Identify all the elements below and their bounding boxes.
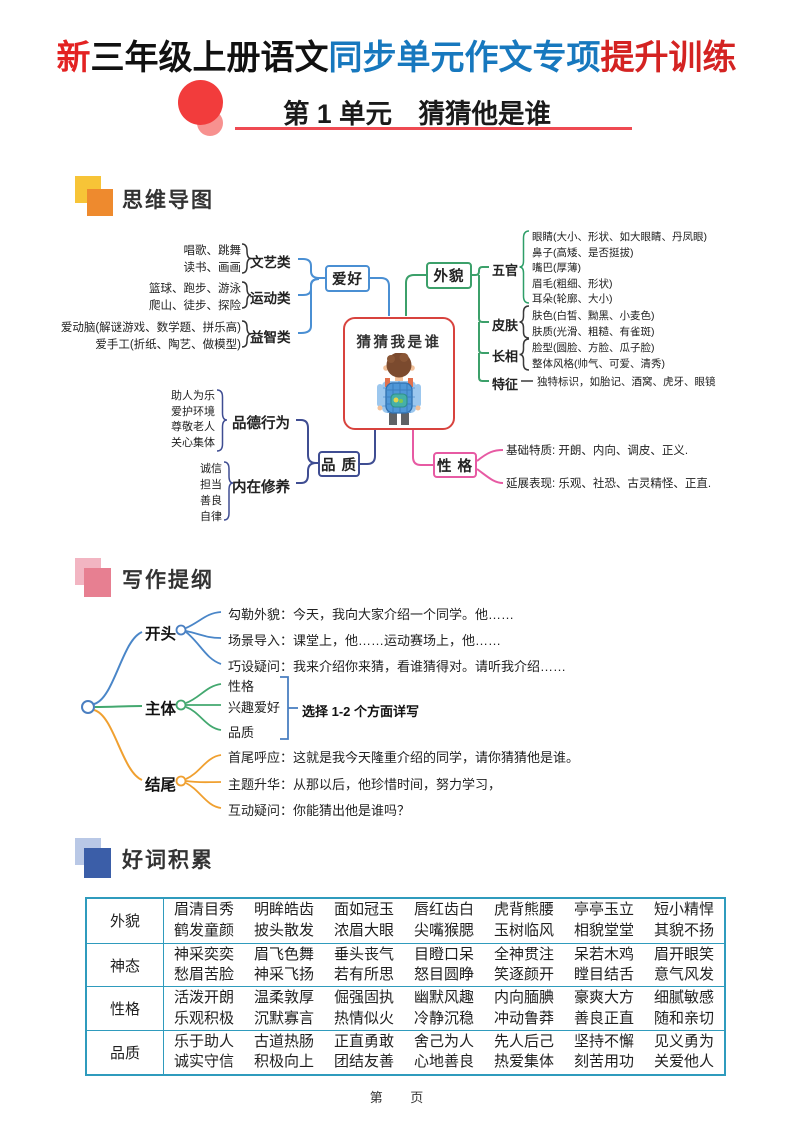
mindmap-heading-icon-front (87, 189, 113, 216)
word-pair: 活泼开朗乐观积极 (173, 989, 234, 1027)
skin-label: 皮肤 (492, 318, 519, 333)
main-title: 新三年级上册语文同步单元作文专项提升训练 (0, 30, 793, 79)
outline-ending-item-3: 互动疑问：你能猜出他是谁吗？ (228, 803, 411, 818)
words-row-cells: 眉清目秀鹤发童颜明眸皓齿披头散发面如冠玉浓眉大眼唇红齿白尖嘴猴腮虎背熊腰玉树临风… (164, 899, 724, 943)
face-shape-items: 脸型(圆脸、方脸、瓜子脸) 整体风格(帅气、可爱、清秀) (532, 342, 665, 370)
words-row-cells: 乐于助人诚实守信古道热肠积极向上正直勇敢团结友善舍己为人心地善良先人后己热爱集体… (164, 1031, 724, 1074)
outline-body-note: 选择 1-2 个方面详写 (302, 704, 420, 719)
outline-opening-item-2: 场景导入：课堂上，他……运动赛场上，他…… (228, 633, 502, 648)
inner-label: 内在修养 (232, 480, 290, 496)
words-table-row: 品质乐于助人诚实守信古道热肠积极向上正直勇敢团结友善舍己为人心地善良先人后己热爱… (87, 1030, 724, 1074)
virtue-items: 助人为乐 爱护环境 尊敬老人 关心集体 (171, 390, 215, 450)
skin-items: 肤色(白皙、黝黑、小麦色) 肤质(光滑、粗糙、有雀斑) (532, 310, 655, 338)
page-footer: 第 页 (369, 1090, 424, 1105)
traits-items: 独特标识，如胎记、酒窝、虎牙、眼镜 (537, 376, 716, 388)
word-pair: 温柔敦厚沉默寡言 (253, 989, 314, 1027)
outline-body-item-1: 性格 (228, 679, 255, 694)
word-pair: 眉飞色舞神采飞扬 (253, 945, 314, 984)
outline-heading-icon-front (84, 568, 111, 597)
hobby-sport-items: 篮球、跑步、游泳 爬山、徒步、探险 (149, 283, 241, 312)
word-pair: 亭亭玉立相貌堂堂 (573, 901, 634, 939)
word-pair: 内向腼腆冲动鲁莽 (493, 989, 554, 1027)
main-title-part: 三年级上册语文 (90, 39, 329, 77)
word-pair: 幽默风趣冷静沉稳 (413, 989, 474, 1027)
outline-opening-label: 开头 (145, 626, 177, 643)
quality-node: 品 质 (318, 451, 360, 477)
word-pair: 明眸皓齿披头散发 (253, 901, 314, 939)
center-node-title: 猜猜我是谁 (356, 335, 442, 351)
hobby-art-items: 唱歌、跳舞 读书、画画 (183, 245, 242, 274)
word-pair: 全神贯注笑逐颜开 (493, 945, 554, 984)
word-pair: 倔强固执热情似火 (333, 989, 394, 1027)
virtue-label: 品德行为 (232, 416, 290, 432)
words-table-row: 神态神采奕奕愁眉苦脸眉飞色舞神采飞扬垂头丧气若有所思目瞪口呆怒目圆睁全神贯注笑逐… (87, 942, 724, 987)
word-pair: 细腻敏感随和亲切 (653, 989, 714, 1027)
word-pair: 坚持不懈刻苦用功 (573, 1032, 634, 1071)
main-title-part: 新 (56, 39, 91, 77)
hobby-art-label: 文艺类 (250, 255, 291, 270)
hobby-puzzle-label: 益智类 (250, 330, 291, 345)
words-table: 外貌眉清目秀鹤发童颜明眸皓齿披头散发面如冠玉浓眉大眼唇红齿白尖嘴猴腮虎背熊腰玉树… (85, 897, 726, 1076)
outline-body-item-2: 兴趣爱好 (228, 700, 281, 715)
face-shape-label: 长相 (492, 349, 519, 364)
personality-basic: 基础特质: 开朗、内向、调皮、正义. (506, 445, 689, 457)
outline-ending-item-2: 主题升华：从那以后，他珍惜时间，努力学习， (228, 777, 502, 792)
facial-features-label: 五官 (492, 263, 519, 278)
mindmap-heading: 思维导图 (122, 189, 214, 212)
word-pair: 短小精悍其貌不扬 (653, 901, 714, 939)
words-table-row: 性格活泼开朗乐观积极温柔敦厚沉默寡言倔强固执热情似火幽默风趣冷静沉稳内向腼腆冲动… (87, 986, 724, 1031)
word-pair: 眉清目秀鹤发童颜 (173, 901, 234, 939)
word-pair: 垂头丧气若有所思 (333, 945, 394, 984)
words-row-cells: 神采奕奕愁眉苦脸眉飞色舞神采飞扬垂头丧气若有所思目瞪口呆怒目圆睁全神贯注笑逐颜开… (164, 944, 724, 987)
outline-body-label: 主体 (145, 701, 177, 718)
outline-opening-item-1: 勾勒外貌：今天，我向大家介绍一个同学。他…… (228, 607, 515, 622)
words-row-label: 品质 (87, 1031, 164, 1074)
traits-label: 特征 (492, 377, 519, 392)
words-row-label: 外貌 (87, 899, 164, 943)
word-pair: 古道热肠积极向上 (253, 1032, 314, 1071)
words-table-row: 外貌眉清目秀鹤发童颜明眸皓齿披头散发面如冠玉浓眉大眼唇红齿白尖嘴猴腮虎背熊腰玉树… (87, 899, 724, 943)
personality-node: 性 格 (433, 452, 477, 478)
facial-features-items: 眼睛(大小、形状、如大眼睛、丹凤眼) 鼻子(高矮、是否挺拔) 嘴巴(厚薄) 眉毛… (532, 231, 707, 306)
main-title-part: 同步单元作文专项 (328, 39, 601, 77)
words-row-cells: 活泼开朗乐观积极温柔敦厚沉默寡言倔强固执热情似火幽默风趣冷静沉稳内向腼腆冲动鲁莽… (164, 987, 724, 1030)
inner-items: 诚信 担当 善良 自律 (200, 463, 222, 523)
word-pair: 豪爽大方善良正直 (573, 989, 634, 1027)
center-node: 猜猜我是谁 (343, 317, 455, 430)
outline-ending-label: 结尾 (145, 777, 177, 794)
word-pair: 舍己为人心地善良 (413, 1032, 474, 1071)
outline-heading: 写作提纲 (122, 569, 214, 592)
word-pair: 眉开眼笑意气风发 (653, 945, 714, 984)
outline-ending-item-1: 首尾呼应：这就是我今天隆重介绍的同学，请你猜猜他是谁。 (228, 750, 580, 765)
word-pair: 神采奕奕愁眉苦脸 (173, 945, 234, 984)
title-decoration-big-circle-icon (178, 80, 223, 125)
outline-body-item-3: 品质 (228, 725, 255, 740)
words-row-label: 性格 (87, 987, 164, 1031)
unit-title-underline (235, 127, 632, 130)
words-row-label: 神态 (87, 943, 164, 987)
word-pair: 唇红齿白尖嘴猴腮 (413, 901, 474, 939)
words-heading: 好词积累 (122, 849, 214, 872)
personality-extended: 延展表现: 乐观、社恐、古灵精怪、正直. (506, 478, 712, 490)
word-pair: 呆若木鸡瞠目结舌 (573, 945, 634, 984)
boy-illustration (377, 353, 421, 425)
word-pair: 先人后己热爱集体 (493, 1032, 554, 1071)
words-heading-icon-front (84, 848, 111, 878)
unit-title: 第 1 单元 猜猜他是谁 (283, 99, 551, 129)
word-pair: 面如冠玉浓眉大眼 (333, 901, 394, 939)
word-pair: 乐于助人诚实守信 (173, 1032, 234, 1071)
hobby-node: 爱好 (325, 265, 370, 292)
appearance-node: 外貌 (426, 262, 472, 289)
main-title-part: 提升训练 (600, 39, 737, 77)
hobby-puzzle-items: 爱动脑(解谜游戏、数学题、拼乐高) 爱手工(折纸、陶艺、做模型) (60, 322, 241, 351)
hobby-sport-label: 运动类 (250, 291, 291, 306)
word-pair: 见义勇为关爱他人 (653, 1032, 714, 1071)
word-pair: 目瞪口呆怒目圆睁 (413, 945, 474, 984)
outline-opening-item-3: 巧设疑问：我来介绍你来猜，看谁猜得对。请听我介绍…… (228, 659, 567, 674)
word-pair: 正直勇敢团结友善 (333, 1032, 394, 1071)
word-pair: 虎背熊腰玉树临风 (493, 901, 554, 939)
